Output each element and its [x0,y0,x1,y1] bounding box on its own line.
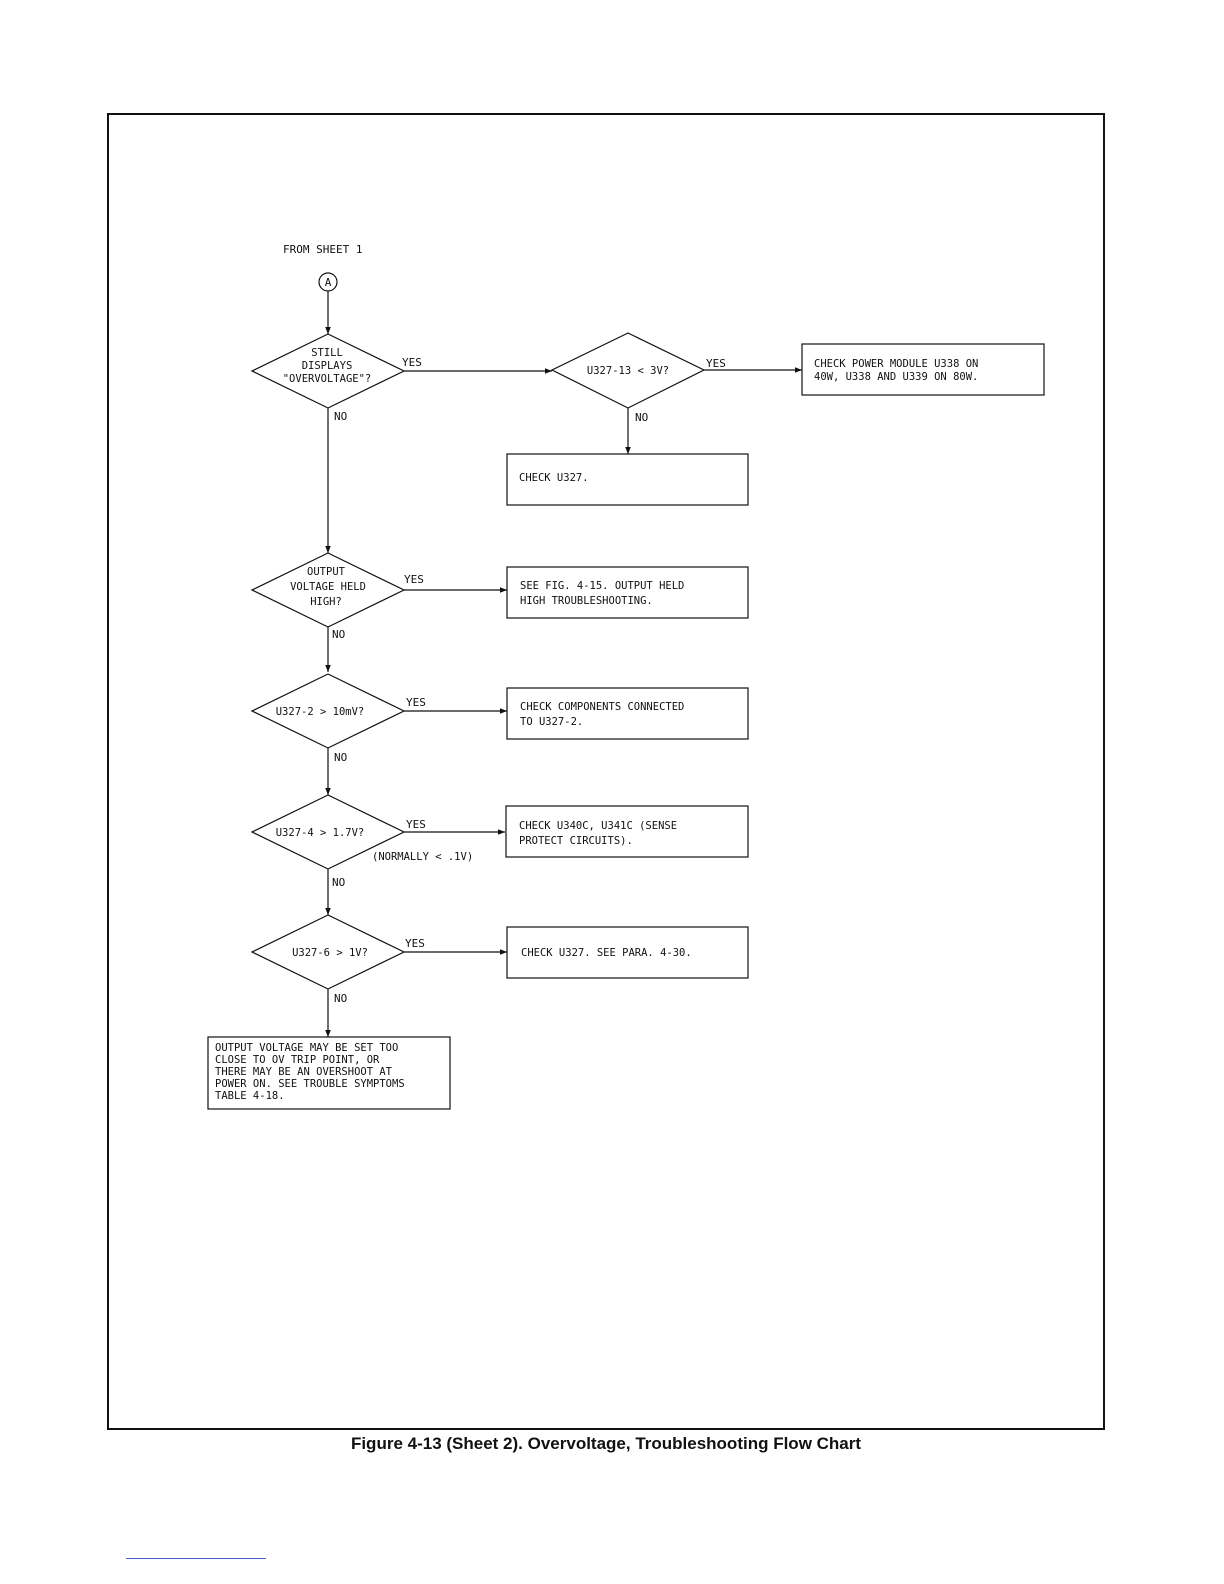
box-check-u327-para: CHECK U327. SEE PARA. 4-30. [506,926,749,979]
box-final-line-3: THERE MAY BE AN OVERSHOOT AT [215,1066,393,1078]
box-check-u327: CHECK U327. [506,453,749,506]
box-power-line-2: 40W, U338 AND U339 ON 80W. [814,371,978,383]
edge-u327-6-no: NO [325,989,347,1037]
decision-output-line-1: OUTPUT [307,566,346,578]
decision-u327-13: U327-13 < 3V? [550,332,706,409]
edge-u327-13-no: NO [625,408,648,454]
box-output-voltage-conclusion: OUTPUT VOLTAGE MAY BE SET TOO CLOSE TO O… [207,1036,451,1110]
connector-a: A [318,272,338,292]
note-normally: (NORMALLY < .1V) [372,851,473,863]
decision-u327-4-line-1: U327-4 > 1.7V? [276,827,365,839]
decision-still-line-3: "OVERVOLTAGE"? [283,373,372,385]
decision-output-line-3: HIGH? [310,596,342,608]
figure-frame [107,113,1105,1430]
edge-still-no-label: NO [334,410,347,423]
edge-still-no: NO [325,408,347,553]
box-check-u327-line-1: CHECK U327. [519,472,589,484]
decision-still-displays-overvoltage: STILL DISPLAYS "OVERVOLTAGE"? [250,333,406,409]
edge-still-yes-label: YES [402,356,422,369]
box-see-fig-4-15: SEE FIG. 4-15. OUTPUT HELD HIGH TROUBLES… [506,566,749,619]
edge-u327-4-yes-label: YES [406,818,426,831]
edge-output-yes-label: YES [404,573,424,586]
edge-u327-2-no-label: NO [334,751,347,764]
box-sense-line-1: CHECK U340C, U341C (SENSE [519,820,677,832]
edge-output-no-label: NO [332,628,345,641]
edge-u327-6-yes: YES [404,937,507,955]
decision-output-voltage-held-high: OUTPUT VOLTAGE HELD HIGH? [250,552,406,628]
box-fig415-line-1: SEE FIG. 4-15. OUTPUT HELD [520,580,684,592]
decision-still-line-2: DISPLAYS [302,360,353,372]
box-final-line-4: POWER ON. SEE TROUBLE SYMPTOMS [215,1078,405,1090]
box-power-line-1: CHECK POWER MODULE U338 ON [814,358,978,370]
box-fig415-line-2: HIGH TROUBLESHOOTING. [520,595,653,607]
box-check-sense-protect: CHECK U340C, U341C (SENSE PROTECT CIRCUI… [505,805,749,858]
edge-u327-13-no-label: NO [635,411,648,424]
edge-u327-6-yes-label: YES [405,937,425,950]
edge-u327-13-yes: YES [704,357,802,373]
box-final-line-2: CLOSE TO OV TRIP POINT, OR [215,1054,380,1066]
figure-caption: Figure 4-13 (Sheet 2). Overvoltage, Trou… [350,1434,862,1453]
edge-u327-4-yes: YES [404,818,505,835]
decision-u327-2: U327-2 > 10mV? [250,673,406,749]
box-check-components: CHECK COMPONENTS CONNECTED TO U327-2. [506,687,749,740]
edge-u327-4-no: NO [325,869,345,915]
footer-rule [126,1558,266,1559]
box-components-line-1: CHECK COMPONENTS CONNECTED [520,701,684,713]
decision-u327-6: U327-6 > 1V? [250,914,406,990]
box-components-line-2: TO U327-2. [520,716,583,728]
edge-u327-2-yes-label: YES [406,696,426,709]
box-final-line-1: OUTPUT VOLTAGE MAY BE SET TOO [215,1042,398,1054]
connector-a-letter: A [325,276,332,289]
from-sheet-label: FROM SHEET 1 [283,243,362,256]
box-para430-line-1: CHECK U327. SEE PARA. 4-30. [521,947,692,959]
edge-u327-2-yes: YES [404,696,507,714]
edge-u327-4-no-label: NO [332,876,345,889]
decision-u327-13-line-1: U327-13 < 3V? [587,365,669,377]
edge-u327-13-yes-label: YES [706,357,726,370]
edge-u327-6-no-label: NO [334,992,347,1005]
box-check-power-module: CHECK POWER MODULE U338 ON 40W, U338 AND… [801,343,1045,396]
edge-output-yes: YES [404,573,507,593]
edge-u327-2-no: NO [325,748,347,795]
box-sense-line-2: PROTECT CIRCUITS). [519,835,633,847]
edge-still-yes: YES [402,356,552,374]
edge-output-no: NO [325,627,345,672]
box-final-line-5: TABLE 4-18. [215,1090,285,1102]
decision-u327-4: U327-4 > 1.7V? [250,794,406,870]
decision-u327-2-line-1: U327-2 > 10mV? [276,706,365,718]
decision-output-line-2: VOLTAGE HELD [290,581,366,593]
decision-still-line-1: STILL [311,347,343,359]
decision-u327-6-line-1: U327-6 > 1V? [292,947,368,959]
